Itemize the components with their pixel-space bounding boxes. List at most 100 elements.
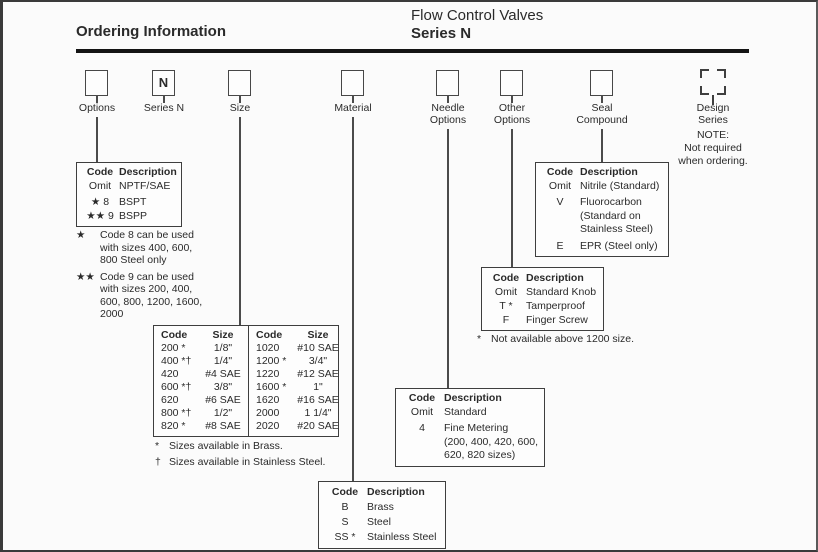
table-cell: Steel (367, 516, 391, 528)
table-cell: V (556, 196, 564, 208)
table-cell: 1220 (256, 368, 280, 380)
table-cell: ★ 8 (90, 196, 110, 208)
table-row: 1200 * 3/4" (251, 355, 341, 368)
table-row: ★★ 9 BSPP (81, 210, 177, 224)
table-row: 1620#16 SAE (251, 394, 341, 407)
table-cell: 1020 (256, 342, 280, 354)
table-cell: 420 (161, 368, 179, 380)
field-label-options: Options (78, 102, 116, 114)
footnote-marker: * (155, 440, 160, 452)
connector-line-other-options (511, 129, 513, 267)
footnote: * Sizes available in Brass. (155, 440, 355, 453)
field-box-other-options (500, 70, 523, 96)
column-header: Code (161, 329, 188, 341)
column-header: Description (367, 486, 425, 498)
field-box-series-n: N (152, 70, 175, 96)
table-row: 1600 *1" (251, 381, 341, 394)
field-box-size (228, 70, 251, 96)
footnote: ★★ Code 9 can be used with sizes 200, 40… (76, 271, 212, 321)
table-cell: Brass (367, 501, 394, 513)
table-cell: 600 *† (161, 381, 192, 393)
table-row: 820 * #8 SAE (156, 420, 246, 433)
footnote-text: Sizes available in Stainless Steel. (169, 455, 326, 468)
table-cell: F (502, 314, 510, 326)
header-rule (76, 49, 749, 53)
series-title: Series N (411, 25, 472, 42)
footnote-marker: * (477, 333, 482, 345)
column-header: Code (546, 166, 574, 178)
size-table-right: Code Size 1020#10 SAE 1200 *3/4" 1220#12… (248, 326, 343, 436)
table-cell: 1620 (256, 394, 280, 406)
table-row: 420 #4 SAE (156, 368, 246, 381)
table-cell: #8 SAE (205, 420, 241, 432)
box-tick (239, 95, 241, 103)
table-cell: 1600 * (256, 381, 287, 393)
footnote: † Sizes available in Stainless Steel. (155, 456, 355, 469)
table-row: Omit Nitrile (Standard) (540, 180, 664, 194)
footnote-text: Code 8 can be used with sizes 400, 600, … (100, 229, 194, 266)
table-cell: SS * (334, 531, 356, 543)
connector-line-options (96, 117, 98, 162)
field-label-material: Material (334, 102, 372, 114)
table-cell: Omit (88, 179, 112, 192)
other-options-footnote: * Not available above 1200 size. (477, 333, 657, 346)
table-row: Omit NPTF/SAE (81, 180, 177, 194)
table-cell: 2000 (256, 407, 280, 419)
box-tick (511, 95, 513, 103)
table-cell: 1200 * (256, 355, 287, 367)
table-cell: E (556, 239, 564, 252)
table-cell: Fine Metering (200, 400, 420, 600, 620, … (444, 422, 538, 461)
column-header: Code (492, 272, 520, 284)
table-row: V Fluorocarbon (Standard on Stainless Ste… (540, 196, 664, 237)
connector-line-needle-options (447, 129, 449, 388)
table-cell: 3/4" (308, 355, 328, 367)
field-label-size: Size (229, 102, 251, 114)
table-row: 620#6 SAE (156, 394, 246, 407)
table-cell: Tamperproof (526, 300, 585, 312)
table-cell: 1/8" (213, 342, 233, 354)
column-header: Size (307, 329, 329, 341)
table-cell: #4 SAE (205, 368, 241, 380)
table-row: 600 *†3/8" (156, 381, 246, 394)
table-cell: Fluorocarbon (Standard on Stainless Stee… (580, 196, 653, 235)
field-label-series-n: Series N (143, 102, 185, 114)
footnote-text: Sizes available in Brass. (169, 440, 283, 452)
table-cell: #10 SAE (297, 342, 339, 354)
design-series-note: NOTE: Not required when ordering. (678, 129, 748, 167)
table-cell: 200 * (161, 342, 186, 354)
footnote: * Not available above 1200 size. (477, 333, 657, 346)
box-tick (163, 95, 165, 103)
column-header: Description (119, 166, 177, 178)
box-tick (601, 95, 603, 103)
field-label-needle-options: Needle Options (429, 102, 467, 126)
footnote-text: Not available above 1200 size. (491, 333, 635, 345)
table-cell: ★★ 9 (86, 209, 114, 222)
table-cell: Omit (548, 179, 572, 192)
table-row: 800 *†1/2" (156, 407, 246, 420)
table-cell: 2020 (256, 420, 280, 432)
footnote-marker: ★★ (76, 270, 95, 283)
table-cell: 1/4" (213, 355, 233, 367)
table-cell: #12 SAE (297, 368, 339, 380)
table-cell: Nitrile (Standard) (580, 179, 660, 192)
size-table-left: Code Size 200 *1/8" 400 *†1/4" 420#4 SAE… (154, 326, 248, 436)
connector-line-size (239, 117, 241, 325)
table-cell: #20 SAE (297, 420, 339, 432)
field-box-needle-options (436, 70, 459, 96)
size-table: Code Size 200 *1/8" 400 *†1/4" 420#4 SAE… (153, 325, 339, 437)
column-header: Code (86, 166, 114, 178)
table-row: 1020 #10 SAE (251, 342, 341, 355)
table-cell: #6 SAE (205, 394, 241, 406)
table-cell: B (341, 501, 349, 513)
table-cell: 820 * (161, 420, 186, 432)
column-header: Code (331, 486, 359, 498)
field-label-design-series: Design Series (696, 102, 730, 126)
footnote: ★ Code 8 can be used with sizes 400, 600… (76, 229, 212, 267)
